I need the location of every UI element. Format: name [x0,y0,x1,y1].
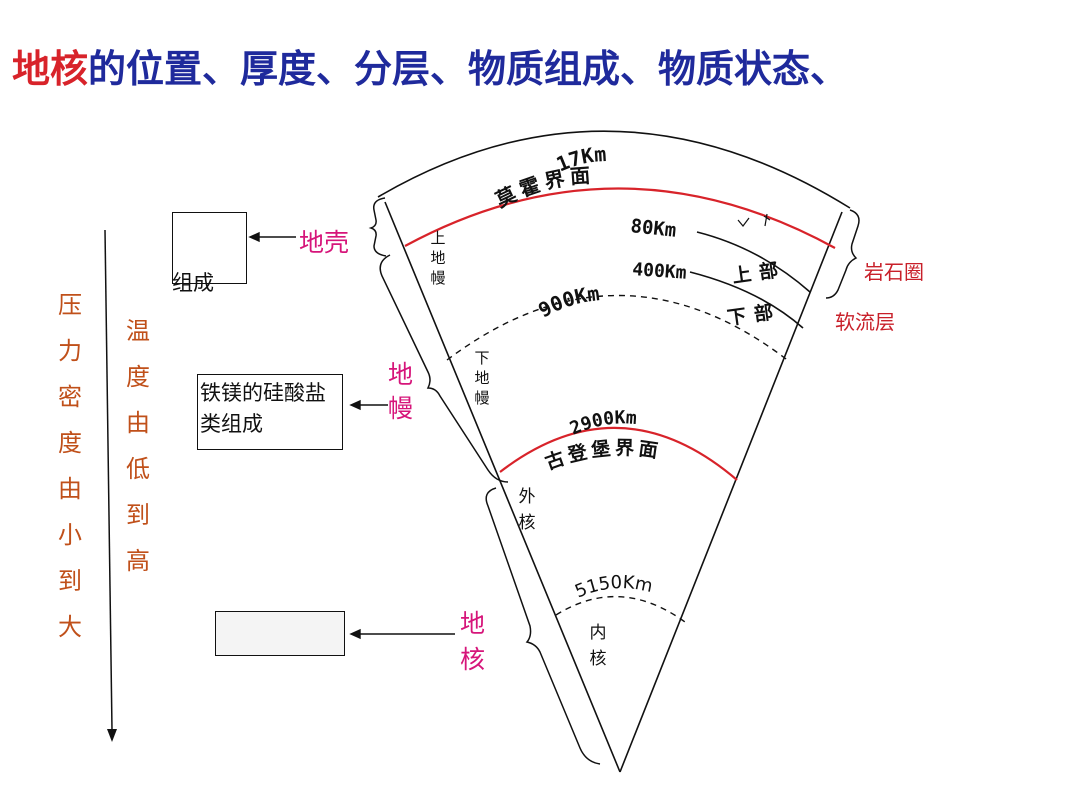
moho-boundary-line [404,187,836,249]
wedge-right-edge [619,211,843,773]
inner-core-label: 内核 [589,623,607,669]
lithosphere-label: 岩石圈 [864,260,924,284]
core-arrowhead [349,628,361,640]
crust-label: 地壳 [299,228,350,257]
mantle-brace [379,254,509,483]
core-label: 地核 [460,609,486,674]
crust-arrowhead [248,231,260,243]
outer-core-label: 外核 [518,487,536,533]
mantle-arrowhead [349,399,361,411]
upper-mantle-label: 上地幔 [430,229,446,287]
earth-surface-arc [377,130,851,209]
gutenberg-boundary-line [499,426,738,481]
line-5150km-dashed [555,595,686,623]
small-mark-1 [737,217,750,227]
title-blue-part: 的位置、厚度、分层、物质组成、物质状态、 [88,46,849,91]
gradient-arrow-line [104,229,113,731]
wedge-left-edge [384,201,621,773]
core-brace [485,487,601,765]
slide-title: 地核的位置、厚度、分层、物质组成、物质状态、 [12,38,848,93]
line-400km [689,271,804,329]
line-80km [696,231,811,293]
gutenberg-label: 古登堡界面 [542,436,663,474]
small-mark-2 [763,213,771,227]
asthenosphere-label: 软流层 [835,310,895,334]
gradient-arrowhead [107,729,117,742]
depth-80km: 80Km [629,215,677,242]
crust-brace [368,197,387,257]
title-red-part: 地核 [12,46,89,91]
temperature-label: 温度由低到高 [126,317,150,575]
lower-mantle-label: 下地幔 [474,349,490,407]
depth-2900km: 2900Km [567,407,638,439]
mantle-label: 地幔 [388,360,414,423]
mantle-composition-box [197,374,343,450]
crust-box-text: 组成 [172,271,214,295]
moho-label: 莫霍界面 [491,163,596,213]
depth-900km: 900Km [534,281,600,322]
pressure-density-label: 压力密度由小到大 [58,291,82,641]
depth-400km: 400Km [632,259,688,284]
depth-5150km: 5150Km [572,572,654,602]
line-900km-dashed [446,294,791,363]
crust-composition-box [172,212,247,284]
title-fade-overlay [922,30,1067,88]
core-composition-box [215,611,345,656]
mantle-box-text: 铁镁的硅酸盐类组成 [200,381,326,436]
lithosphere-brace [825,209,860,299]
